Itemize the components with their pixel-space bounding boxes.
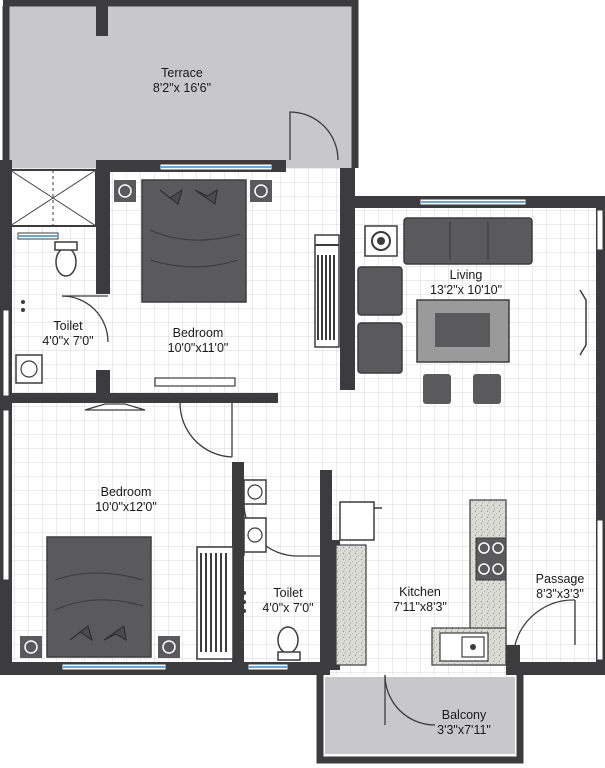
wardrobe-1 xyxy=(314,234,340,348)
room-dimensions: 3'3"x7'11" xyxy=(437,723,491,737)
room-name: Bedroom xyxy=(100,485,152,499)
windows xyxy=(2,163,604,671)
kitchen-counters xyxy=(335,499,507,666)
room-dimensions: 8'2"x 16'6" xyxy=(152,81,212,95)
room-dimensions: 10'0"x12'0" xyxy=(95,500,157,514)
toilet-2-fixtures xyxy=(242,479,301,661)
living-furniture xyxy=(357,217,587,404)
room-name: Toilet xyxy=(53,319,83,333)
room-label-toilet-1: Toilet 4'0"x 7'0" xyxy=(42,319,93,349)
bed-1 xyxy=(114,179,272,303)
room-dimensions: 4'0"x 7'0" xyxy=(42,334,94,348)
room-name: Balcony xyxy=(441,708,487,722)
room-dimensions: 7'11"x8'3" xyxy=(393,600,447,614)
duct-shaft xyxy=(9,169,97,227)
tv-unit-1 xyxy=(84,377,236,411)
room-label-toilet-2: Toilet 4'0"x 7'0" xyxy=(262,586,313,616)
room-dimensions: 13'2"x 10'10" xyxy=(429,283,503,297)
room-name: Terrace xyxy=(161,66,203,80)
room-label-terrace: Terrace 8'2"x 16'6" xyxy=(153,66,211,96)
room-dimensions: 4'0"x 7'0" xyxy=(262,601,314,615)
wardrobe-2 xyxy=(196,546,234,660)
room-label-kitchen: Kitchen 7'11"x8'3" xyxy=(393,585,447,615)
room-dimensions: 8'3"x3'3" xyxy=(536,587,584,601)
room-name: Toilet xyxy=(273,586,303,600)
room-label-bedroom-1: Bedroom 10'0"x11'0" xyxy=(168,326,229,356)
toilet-1-fixtures xyxy=(15,241,78,384)
room-label-balcony: Balcony 3'3"x7'11" xyxy=(437,708,491,738)
room-name: Passage xyxy=(535,572,585,586)
bed-2 xyxy=(20,536,180,658)
room-name: Bedroom xyxy=(172,326,224,340)
terrace xyxy=(2,0,359,168)
room-label-passage: Passage 8'3"x3'3" xyxy=(536,572,585,602)
room-name: Kitchen xyxy=(399,585,441,599)
room-name: Living xyxy=(449,268,483,282)
room-label-bedroom-2: Bedroom 10'0"x12'0" xyxy=(95,485,157,515)
room-dimensions: 10'0"x11'0" xyxy=(167,341,229,355)
balcony xyxy=(316,675,524,764)
room-label-living: Living 13'2"x 10'10" xyxy=(430,268,502,298)
